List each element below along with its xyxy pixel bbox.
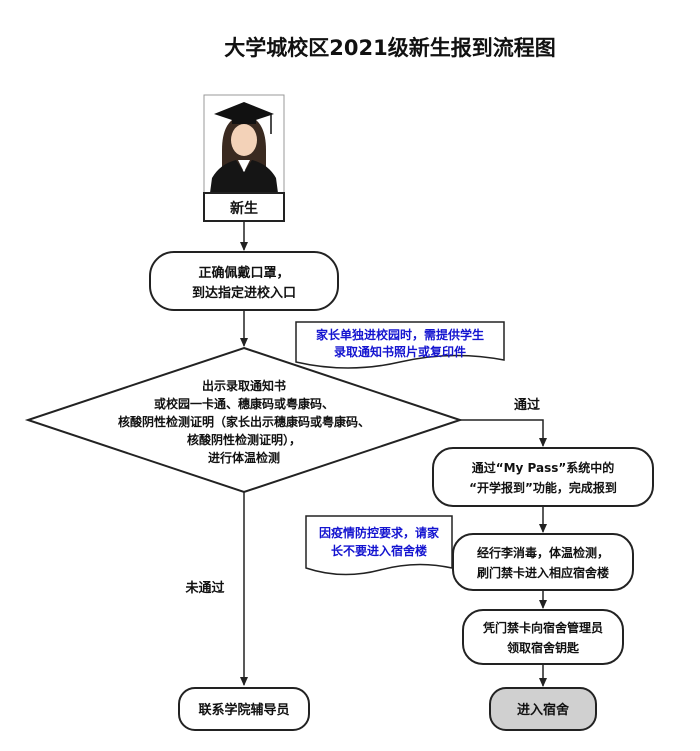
disinfect-label-line2: 刷门禁卡进入相应宿舍楼: [477, 565, 609, 580]
check-label-line2: 或校园一卡通、穗康码或粤康码、: [154, 396, 334, 411]
parent-note-line2: 录取通知书照片或复印件: [334, 344, 466, 359]
disinfect-label-line1: 经行李消毒，体温检测，: [477, 545, 609, 560]
check-label-line5: 进行体温检测: [208, 450, 280, 465]
check-label-line3: 核酸阴性检测证明（家长出示穗康码或粤康码、: [118, 414, 370, 429]
fail-label: 未通过: [184, 580, 224, 596]
key-node: [462, 609, 624, 665]
disinfect-node: [452, 533, 634, 591]
key-label-line1: 凭门禁卡向宿舍管理员: [482, 620, 603, 635]
epidemic-note-line1: 因疫情防控要求，请家: [319, 525, 440, 540]
epidemic-note-line2: 长不要进入宿舍楼: [331, 543, 427, 558]
epidemic-note: 因疫情防控要求，请家 长不要进入宿舍楼: [305, 515, 453, 576]
enter-node: [489, 687, 597, 731]
mask-label-line2: 到达指定进校入口: [192, 285, 296, 301]
key-label-line2: 领取宿舍钥匙: [507, 640, 580, 655]
counselor-label: 联系学院辅导员: [198, 702, 289, 718]
student-label: 新生: [230, 200, 258, 217]
edge-pass: [460, 419, 547, 447]
check-label-line1: 出示录取通知书: [202, 378, 286, 393]
parent-note-line1: 家长单独进校园时，需提供学生: [316, 327, 484, 342]
page-title: 大学城校区2021级新生报到流程图: [224, 36, 555, 60]
mypass-label-line2: “开学报到”功能，完成报到: [469, 480, 617, 495]
mypass-label-line1: 通过“My Pass”系统中的: [472, 460, 615, 475]
pass-label: 通过: [514, 397, 540, 413]
enter-label: 进入宿舍: [517, 702, 570, 718]
check-label-line4: 核酸阴性检测证明），: [187, 432, 301, 447]
mask-label-line1: 正确佩戴口罩，: [198, 265, 289, 281]
mask-node: [149, 251, 339, 311]
parent-note: 家长单独进校园时，需提供学生 录取通知书照片或复印件: [295, 321, 505, 369]
mypass-node: [432, 447, 654, 507]
graduate-avatar-icon: [203, 94, 285, 194]
counselor-node: [178, 687, 310, 731]
